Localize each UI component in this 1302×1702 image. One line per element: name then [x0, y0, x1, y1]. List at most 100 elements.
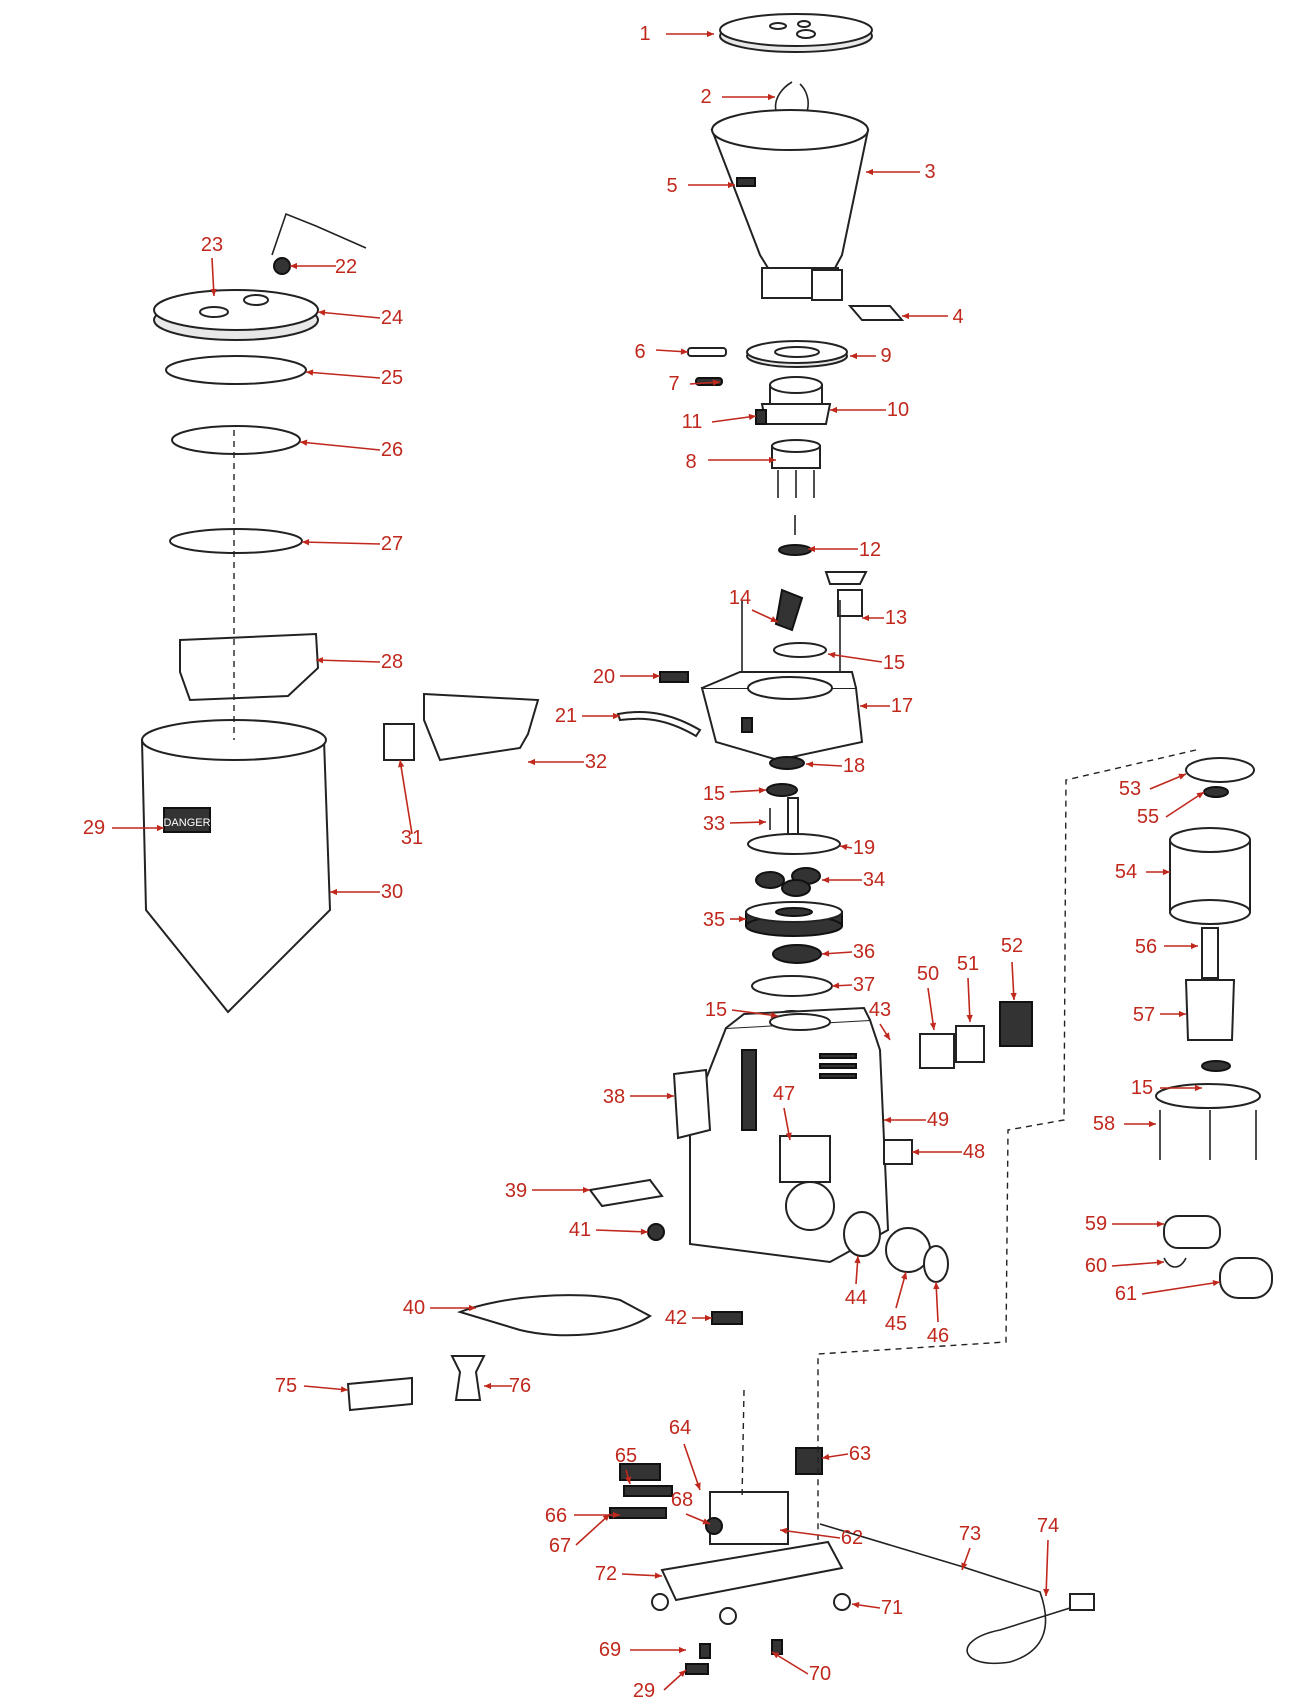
arrow-head — [484, 1382, 491, 1390]
callout-p22: 22 — [290, 256, 357, 278]
label-plate — [711, 1311, 743, 1325]
arrow-head — [1212, 1279, 1220, 1287]
part-number-label: 38 — [603, 1086, 625, 1108]
part-number-label: 33 — [703, 813, 725, 835]
part-number-label: 72 — [595, 1563, 617, 1585]
arrow-head — [966, 1014, 973, 1022]
callout-p65: 65 — [615, 1445, 637, 1485]
callout-p9: 9 — [850, 345, 892, 367]
part-number-label: 48 — [963, 1141, 985, 1163]
arrow-head — [398, 760, 405, 768]
part-number-label: 15 — [883, 652, 905, 674]
leader-line — [927, 987, 935, 1031]
part-number-label: 34 — [863, 869, 885, 891]
arrow-head — [613, 1511, 620, 1519]
part-number-label: 57 — [1133, 1004, 1155, 1026]
part-number-label: 74 — [1037, 1515, 1059, 1537]
callout-p47: 47 — [773, 1083, 795, 1141]
arrow-head — [822, 950, 830, 957]
leader-line — [1045, 1539, 1049, 1597]
arrow-head — [679, 1646, 686, 1654]
arrow-head — [602, 1514, 610, 1522]
hopper-gate — [847, 305, 905, 321]
part-number-label: 9 — [880, 345, 891, 367]
callout-p19: 19 — [839, 837, 875, 859]
arrow-head — [1191, 942, 1198, 950]
callout-p58: 58 — [1093, 1113, 1156, 1135]
arrow-head — [300, 439, 308, 446]
arrow-head — [316, 657, 324, 664]
part-number-label: 13 — [885, 607, 907, 629]
callout-p21: 21 — [555, 705, 620, 727]
arrow-head — [770, 1011, 778, 1019]
part-number-label: 27 — [381, 533, 403, 555]
part-number-label: 29 — [83, 817, 105, 839]
grommet — [647, 1223, 665, 1241]
part-number-label: 65 — [615, 1445, 637, 1467]
arrow-head — [654, 1572, 662, 1579]
callout-p62: 62 — [779, 1527, 863, 1549]
switch-knob — [843, 1211, 881, 1257]
arrow-head — [705, 1314, 712, 1322]
danger-decal-text: DANGER — [163, 817, 210, 829]
arrow-head — [583, 1186, 590, 1194]
callout-p35: 35 — [703, 909, 746, 931]
leader-line — [827, 653, 883, 663]
arrow-head — [822, 1453, 830, 1461]
part-number-label: 71 — [881, 1597, 903, 1619]
callout-p38: 38 — [603, 1086, 674, 1108]
part-number-label: 70 — [809, 1663, 831, 1685]
callout-p1: 1 — [639, 23, 714, 45]
grinder-main-body — [689, 1006, 890, 1264]
arrow-head — [806, 761, 814, 768]
arrow-head — [883, 1032, 890, 1040]
leader-line — [967, 977, 971, 1023]
callout-p72: 72 — [595, 1563, 663, 1585]
bean-hopper — [710, 109, 870, 301]
grinder-top-housing — [700, 600, 864, 762]
part-number-label: 59 — [1085, 1213, 1107, 1235]
part-number-label: 14 — [729, 587, 751, 609]
part-number-label: 26 — [381, 439, 403, 461]
callout-p26: 26 — [299, 439, 403, 461]
callout-p56: 56 — [1135, 936, 1198, 958]
part-number-label: 15 — [705, 999, 727, 1021]
callout-p46: 46 — [927, 1281, 949, 1347]
part-number-label: 20 — [593, 666, 615, 688]
leader-line — [1111, 1261, 1165, 1267]
arrow-head — [1179, 1010, 1186, 1018]
arrow-head — [680, 348, 688, 355]
part-number-label: 73 — [959, 1523, 981, 1545]
callout-p29b: 29 — [633, 1669, 687, 1702]
arrow-head — [330, 888, 337, 896]
part-number-label: 39 — [505, 1180, 527, 1202]
arrow-head — [758, 787, 766, 794]
part-number-label: 21 — [555, 705, 577, 727]
arrow-head — [862, 614, 869, 622]
vent-cover — [883, 1139, 913, 1165]
part-number-label: 56 — [1135, 936, 1157, 958]
callout-p28: 28 — [315, 651, 403, 673]
part-number-label: 61 — [1115, 1283, 1137, 1305]
leader-line — [317, 311, 381, 319]
arrow-head — [901, 1272, 908, 1280]
flexible-strip — [616, 711, 702, 738]
leader-line — [1165, 791, 1205, 818]
part-number-label: 69 — [599, 1639, 621, 1661]
callout-p36: 36 — [821, 941, 875, 963]
arrow-head — [157, 824, 164, 832]
arrow-head — [769, 456, 776, 464]
part-number-label: 45 — [885, 1313, 907, 1335]
part-number-label: 17 — [891, 695, 913, 717]
part-number-label: 12 — [859, 539, 881, 561]
arrow-head — [832, 982, 840, 989]
part-number-label: 55 — [1137, 806, 1159, 828]
leader-line — [1141, 1281, 1221, 1295]
callout-p15c: 15 — [705, 999, 779, 1021]
arrow-head — [1195, 1084, 1202, 1092]
arrow-head — [850, 352, 857, 360]
callout-p71: 71 — [851, 1597, 903, 1619]
top-cover-assembly — [153, 289, 319, 554]
